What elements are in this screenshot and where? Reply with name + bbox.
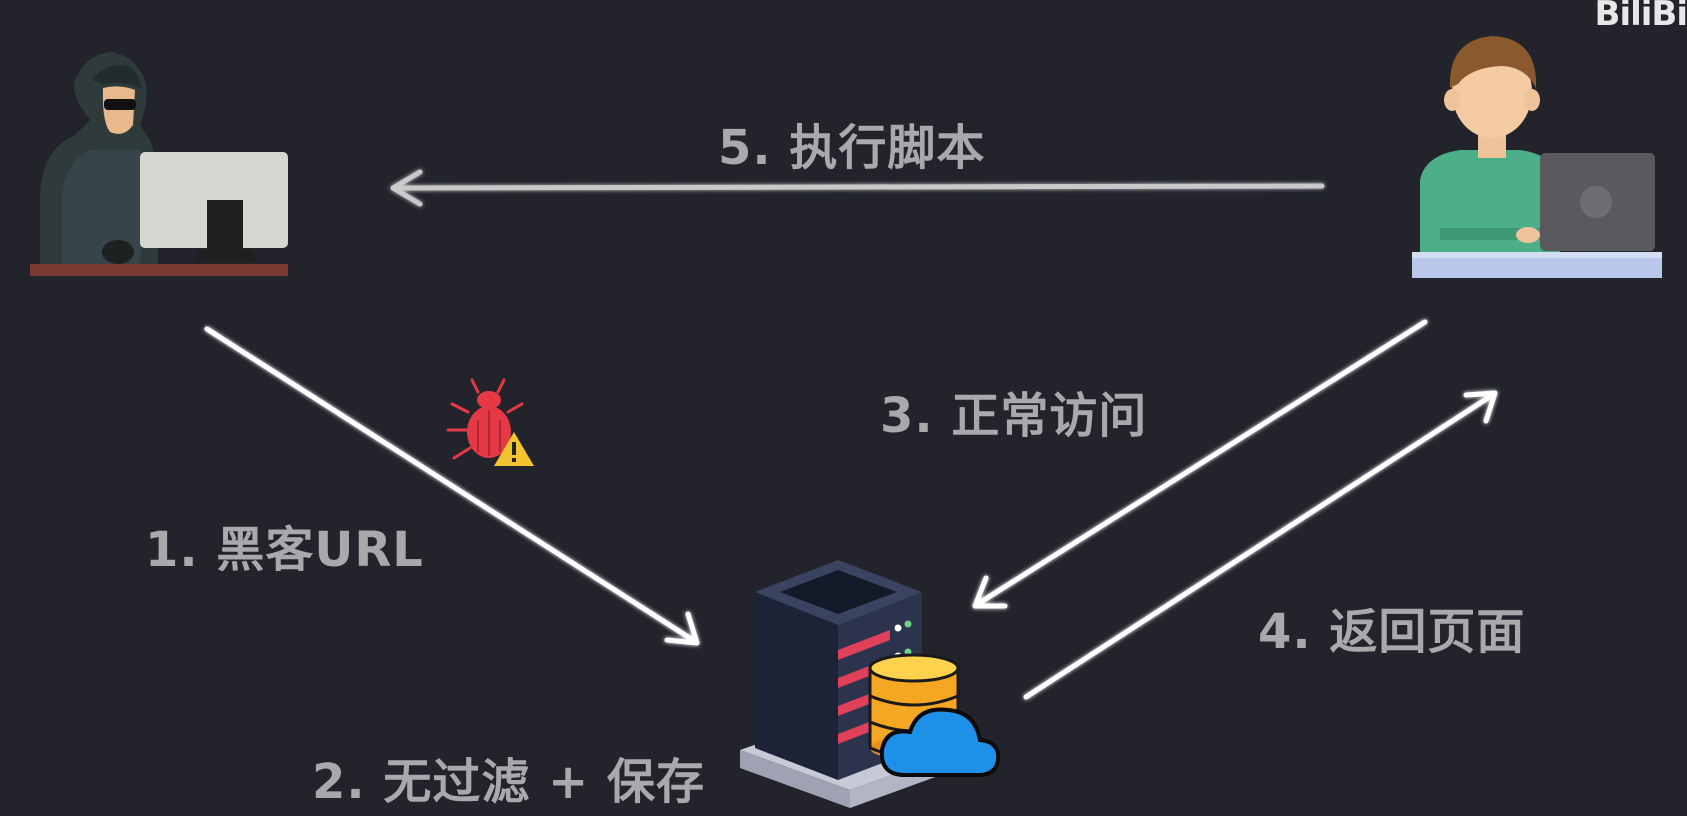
step5-label: 5. 执行脚本: [718, 120, 986, 176]
hacker-icon: [30, 52, 288, 276]
bug-warning-icon: [446, 378, 534, 466]
arrow-hacker-url: [204, 326, 700, 646]
step3-label: 3. 正常访问: [880, 388, 1148, 444]
arrow-normal-visit: [972, 319, 1428, 609]
arrow-execute-script: [390, 169, 1325, 207]
user-icon: [1412, 36, 1662, 278]
step2-label: 2. 无过滤 + 保存: [312, 754, 705, 810]
step1-label: 1. 黑客URL: [145, 522, 424, 578]
arrow-return-page: [1023, 390, 1498, 700]
step4-label: 4. 返回页面: [1258, 604, 1526, 660]
watermark-logo: BiliBi: [1594, 0, 1687, 34]
cloud-icon: [879, 707, 1001, 777]
